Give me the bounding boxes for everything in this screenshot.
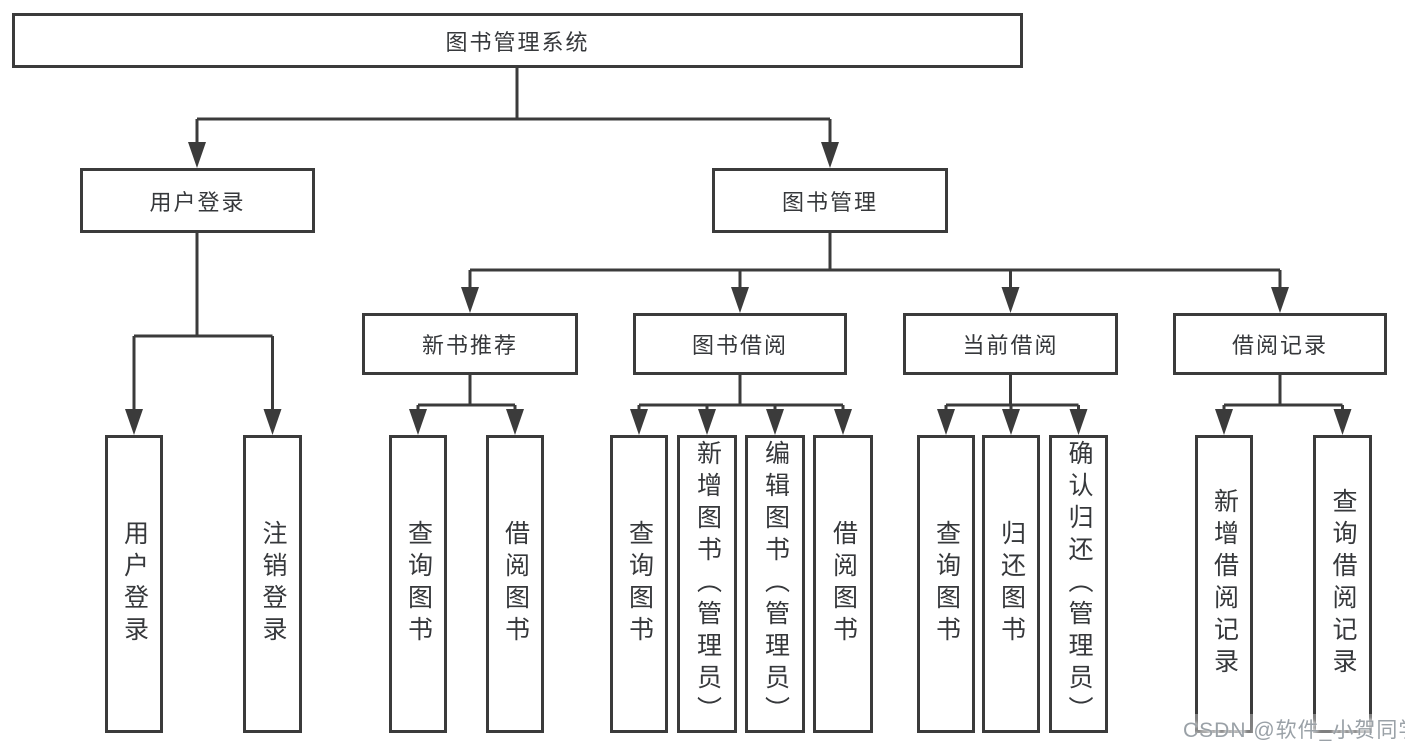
arrowheads [125, 142, 1352, 435]
node-book-management: 图书管理 [712, 168, 948, 233]
node-label: 借阅记录 [1231, 333, 1328, 358]
leaf-confirm-return-admin: 确认归还（管理员） [1049, 435, 1108, 733]
leaf-query-borrow-record: 查询借阅记录 [1313, 435, 1372, 733]
leaf-borrow-book: 借阅图书 [813, 435, 873, 733]
leaf-query-book-current: 查询图书 [917, 435, 975, 733]
leaf-query-book-recommend: 查询图书 [389, 435, 447, 733]
leaf-query-book-borrowing: 查询图书 [610, 435, 668, 733]
node-book-borrowing: 图书借阅 [633, 313, 847, 375]
node-borrowing-records: 借阅记录 [1173, 313, 1387, 375]
csdn-watermark: CSDN @软件_小贺同学 [1183, 714, 1405, 744]
node-label: 用户登录 [149, 189, 246, 215]
node-label: 查询图书 [404, 520, 433, 648]
leaf-edit-book-admin: 编辑图书（管理员） [745, 435, 805, 733]
node-label: 图书管理 [781, 189, 878, 215]
node-label: 借阅图书 [829, 520, 858, 648]
node-label: 编辑图书（管理员） [761, 440, 790, 728]
node-label: 用户登录 [120, 520, 149, 648]
node-user-login: 用户登录 [80, 168, 315, 233]
node-label: 确认归还（管理员） [1065, 440, 1093, 728]
leaf-user-login: 用户登录 [105, 435, 163, 733]
leaf-add-borrow-record: 新增借阅记录 [1195, 435, 1253, 733]
node-label: 图书管理系统 [445, 29, 590, 55]
leaf-logout: 注销登录 [243, 435, 302, 733]
node-label: 图书借阅 [691, 333, 788, 358]
node-label: 新增借阅记录 [1210, 488, 1239, 680]
node-label: 查询图书 [625, 520, 654, 648]
node-label: 查询图书 [932, 520, 961, 648]
node-label: 新增图书（管理员） [693, 440, 722, 728]
node-label: 归还图书 [997, 520, 1026, 648]
node-current-borrowing: 当前借阅 [903, 313, 1118, 375]
node-root: 图书管理系统 [12, 13, 1023, 68]
node-label: 注销登录 [259, 520, 287, 648]
leaf-borrow-book-recommend: 借阅图书 [486, 435, 544, 733]
node-label: 当前借阅 [962, 333, 1059, 358]
leaf-return-book: 归还图书 [982, 435, 1040, 733]
node-new-book-recommend: 新书推荐 [362, 313, 578, 375]
node-label: 借阅图书 [501, 520, 530, 648]
node-label: 查询借阅记录 [1329, 488, 1357, 680]
leaf-add-book-admin: 新增图书（管理员） [677, 435, 737, 733]
node-label: 新书推荐 [421, 333, 518, 358]
